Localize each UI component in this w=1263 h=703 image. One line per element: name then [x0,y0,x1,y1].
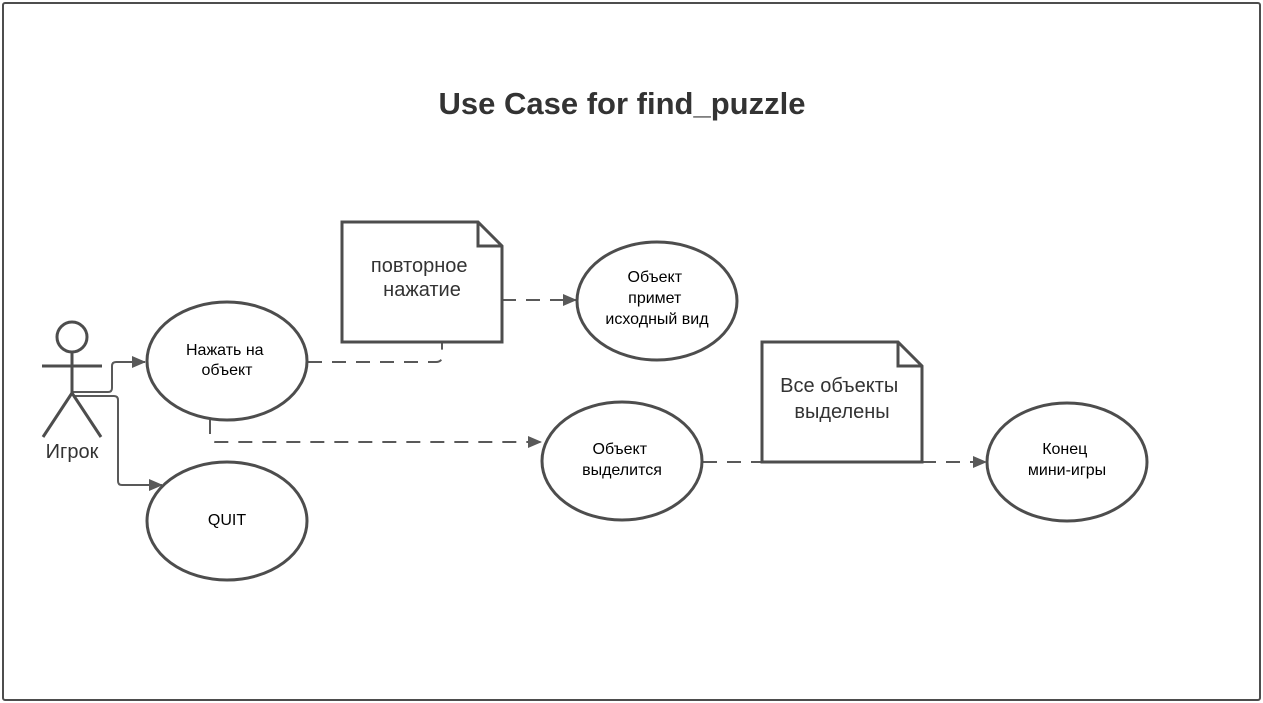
edge-actor-to-quit [73,395,163,491]
note-repeat-click-line-2: нажатие [383,279,461,301]
use-case-end-line-2: мини-игры [1028,462,1106,479]
use-case-press-line-1: Нажать на [186,342,264,359]
note-repeat-click: повторное нажатие [340,220,504,344]
note-repeat-click-fold [476,222,502,248]
actor-left-leg [41,392,74,438]
edge-press-to-select [209,420,542,448]
actor-head [55,320,89,354]
use-case-quit: QUIT [145,460,309,582]
use-case-restore-label: Объект примет исходный вид [605,269,709,328]
use-case-end-ellipse [985,401,1149,523]
use-case-press-object: Нажать на объект [145,300,309,422]
edge-actor-to-press [73,356,146,393]
use-case-restore-line-3: исходный вид [605,311,709,328]
use-case-select-label: Объект выделится [582,441,662,479]
use-case-press-line-2: объект [202,362,254,379]
use-case-select-line-1: Объект [593,441,648,458]
use-case-press-label: Нажать на объект [186,342,268,379]
use-case-select: Объект выделится [540,400,704,522]
use-case-restore-ellipse [575,240,739,362]
note-all-selected-line-1: Все объекты [780,375,898,397]
use-case-select-ellipse [540,400,704,522]
actor-right-leg [70,392,103,438]
note-all-selected-shape [760,340,924,464]
edge-press-to-note [308,342,443,363]
use-case-restore-line-2: примет [628,290,682,307]
note-all-selected-line-2: выделены [794,401,889,423]
note-all-selected-fold [896,342,922,368]
use-case-quit-ellipse [145,460,309,582]
edges [73,294,987,491]
actor-label: Игрок [46,441,99,463]
note-repeat-click-line-1: повторное [371,255,468,277]
use-case-end: Конец мини-игры [985,401,1149,523]
note-all-selected: Все объекты выделены [760,340,924,464]
note-repeat-click-label: повторное нажатие [371,255,473,301]
use-case-restore-line-1: Объект [628,269,683,286]
use-case-select-line-2: выделится [582,462,662,479]
use-case-quit-label: QUIT [208,512,246,529]
note-repeat-click-shape [340,220,504,344]
actor-player: Игрок [41,320,103,463]
diagram-title: Use Case for find_puzzle [439,86,806,121]
use-case-end-label: Конец мини-игры [1028,441,1106,479]
use-case-end-line-1: Конец [1042,441,1087,458]
use-case-restore: Объект примет исходный вид [575,240,739,362]
note-all-selected-label: Все объекты выделены [780,375,904,423]
use-case-press-ellipse [145,300,309,422]
